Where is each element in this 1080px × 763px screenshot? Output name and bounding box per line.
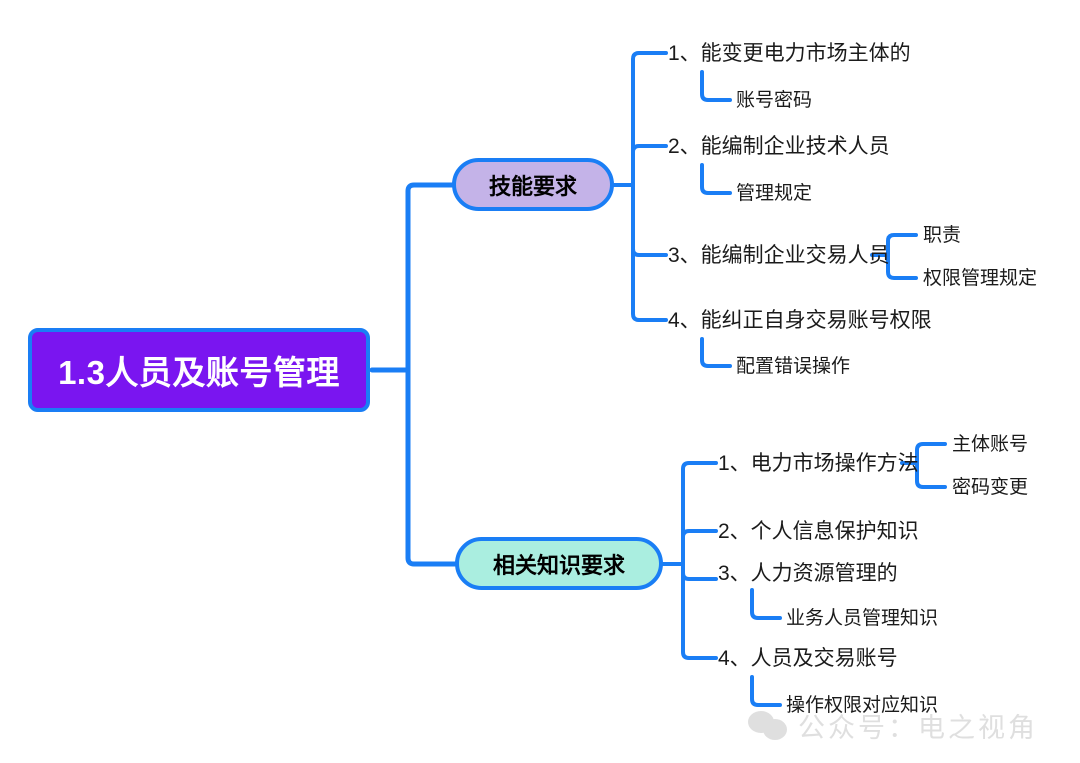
leaf-skill-item-1-child-1[interactable]: 账号密码 [736, 90, 813, 111]
leaf-knowledge-item-1-child-1[interactable]: 主体账号 [952, 434, 1029, 455]
wire-skill-item-1 [631, 51, 668, 187]
leaf-skill-item-4-child-1[interactable]: 配置错误操作 [736, 356, 851, 377]
leaf-skill-item-4[interactable]: 4、能纠正自身交易账号权限 [668, 309, 932, 332]
wire-skill-item-2 [631, 144, 668, 187]
leaf-knowledge-item-3[interactable]: 3、人力资源管理的 [718, 562, 898, 585]
wechat-icon [748, 709, 790, 743]
branch-node-knowledge-label: 相关知识要求 [492, 552, 625, 578]
wire-skill-3-child-2 [886, 253, 918, 280]
root-node-label: 1.3人员及账号管理 [58, 354, 340, 391]
wire-knowledge-item-1 [681, 461, 718, 566]
root-node[interactable]: 1.3人员及账号管理 [28, 328, 370, 412]
branch-node-knowledge[interactable]: 相关知识要求 [455, 537, 663, 590]
leaf-skill-item-3[interactable]: 3、能编制企业交易人员 [668, 244, 890, 267]
leaf-skill-item-2-child-1[interactable]: 管理规定 [736, 183, 813, 204]
leaf-skill-item-3-child-2[interactable]: 权限管理规定 [923, 268, 1038, 289]
wire-skill-3-child-1 [886, 233, 918, 257]
leaf-skill-item-3-child-1[interactable]: 职责 [923, 225, 962, 246]
branch-node-skill-label: 技能要求 [488, 173, 577, 199]
wire-knowledge-item-2 [681, 529, 718, 566]
wire-skill-1-child-1 [700, 70, 732, 102]
wire-knowledge-item-4 [681, 562, 718, 660]
leaf-skill-item-1[interactable]: 1、能变更电力市场主体的 [668, 42, 911, 65]
leaf-knowledge-item-1[interactable]: 1、电力市场操作方法 [718, 452, 919, 475]
wire-skill-2-child-1 [700, 163, 732, 195]
wire-skill-4-child-1 [700, 337, 732, 368]
wire-knowledge-1-child-2 [915, 461, 947, 489]
leaf-knowledge-item-4-child-1[interactable]: 操作权限对应知识 [786, 695, 939, 716]
wire-knowledge-4-child-1 [750, 675, 782, 707]
leaf-knowledge-item-2[interactable]: 2、个人信息保护知识 [718, 520, 919, 543]
leaf-knowledge-item-1-child-2[interactable]: 密码变更 [952, 477, 1029, 498]
leaf-knowledge-item-3-child-1[interactable]: 业务人员管理知识 [786, 608, 939, 629]
watermark: 公众号：电之视角 [748, 706, 1038, 745]
wire-skill-item-4 [631, 183, 668, 322]
wire-knowledge-item-3 [681, 562, 718, 581]
wire-knowledge-3-child-1 [750, 588, 782, 620]
watermark-text: 公众号：电之视角 [798, 713, 1038, 743]
leaf-knowledge-item-4[interactable]: 4、人员及交易账号 [718, 647, 898, 670]
wire-skill-item-3 [631, 183, 668, 257]
branch-node-skill[interactable]: 技能要求 [452, 158, 614, 211]
wire-root-to-knowledge [405, 367, 458, 567]
wire-knowledge-1-child-1 [915, 442, 947, 465]
wire-root-to-skill [405, 182, 455, 373]
leaf-skill-item-2[interactable]: 2、能编制企业技术人员 [668, 135, 890, 158]
